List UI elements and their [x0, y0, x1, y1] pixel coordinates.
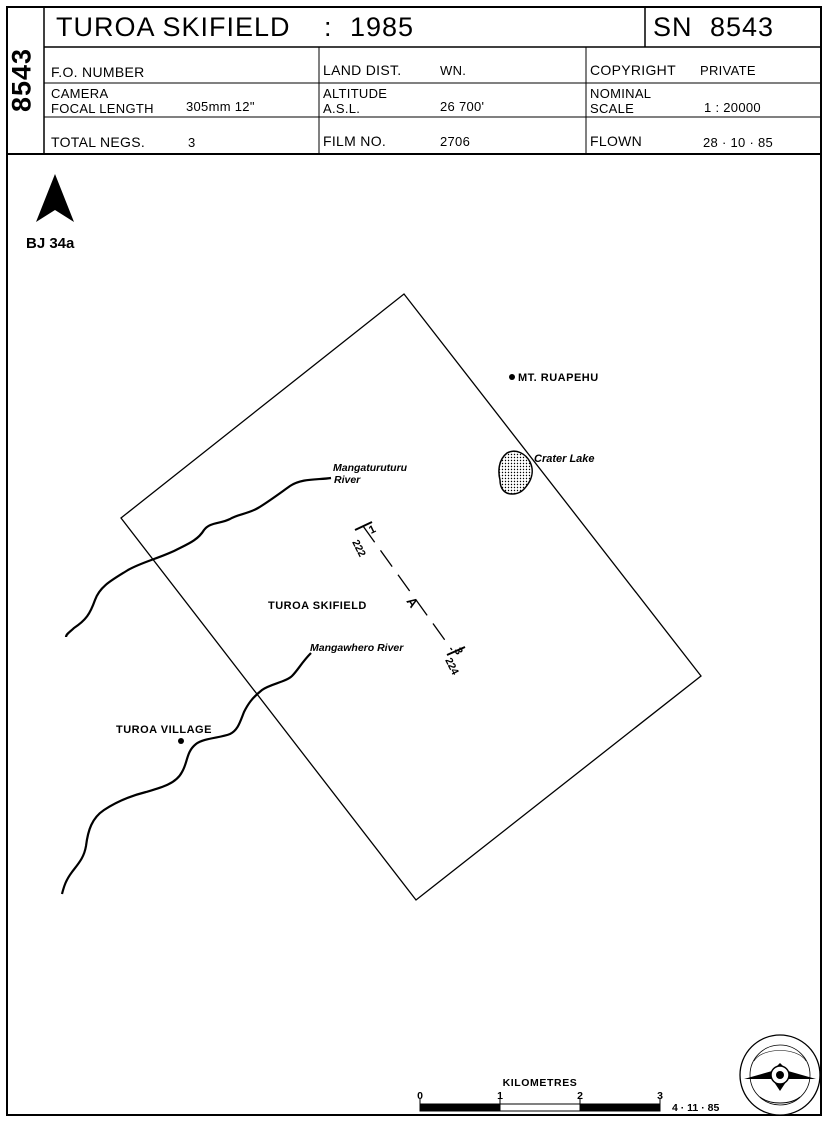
copyright-label: COPYRIGHT: [590, 62, 676, 78]
crater-lake-shape: [498, 450, 533, 495]
film-no-label: FILM NO.: [323, 133, 387, 149]
scale-tick-3: 3: [657, 1090, 663, 1102]
side-number: 8543: [6, 47, 37, 113]
scale-tick-2: 2: [577, 1090, 583, 1102]
fo-number-label: F.O. NUMBER: [51, 64, 145, 80]
header-grid: [6, 6, 822, 155]
flight-run-letter: A: [404, 594, 422, 611]
altitude-label: ALTITUDE: [323, 86, 388, 101]
land-dist-value: WN.: [440, 63, 467, 78]
scale-date: 4 · 11 · 85: [672, 1102, 719, 1114]
label-mangawhero-river: Mangawhero River: [310, 642, 404, 654]
turoa-village-marker: [178, 738, 184, 744]
scale-label: SCALE: [590, 101, 635, 116]
flight-end-neg: 224: [442, 656, 461, 677]
sn-label: SN: [653, 12, 693, 42]
label-mt-ruapehu: MT. RUAPEHU: [518, 372, 599, 384]
copyright-value: PRIVATE: [700, 63, 756, 78]
label-crater-lake: Crater Lake: [534, 453, 595, 465]
land-dist-label: LAND DIST.: [323, 62, 402, 78]
nominal-label: NOMINAL: [590, 86, 652, 101]
label-turoa-skifield: TUROA SKIFIELD: [268, 600, 367, 612]
flight-end-frame: 3: [451, 646, 464, 657]
mangawhero-river: [60, 652, 312, 895]
focal-length-value: 305mm 12": [186, 99, 255, 114]
asl-label: A.S.L.: [323, 101, 361, 116]
mangaturuturu-river: [64, 476, 332, 638]
camera-label: CAMERA: [51, 86, 109, 101]
title-separator: :: [324, 12, 333, 42]
focal-length-label: FOCAL LENGTH: [51, 101, 154, 116]
scale-title: KILOMETRES: [503, 1077, 578, 1089]
flown-value: 28 · 10 · 85: [703, 135, 774, 150]
north-arrow-icon: N: [36, 174, 74, 227]
sheet-title: TUROA SKIFIELD: [56, 12, 291, 42]
mt-ruapehu-marker: [509, 374, 515, 380]
sheet-year: 1985: [350, 12, 415, 42]
scale-bar: KILOMETRES 0 1 2 3 4 · 11 · 85: [417, 1077, 719, 1114]
sn-number: 8543: [710, 12, 775, 42]
nz-aerial-mapping-logo-icon: [739, 1034, 821, 1116]
total-negs-value: 3: [188, 135, 196, 150]
film-no-value: 2706: [440, 134, 471, 149]
altitude-value: 26 700': [440, 99, 485, 114]
photo-coverage-frame: [120, 293, 702, 901]
map-sheet: [6, 6, 822, 1116]
flown-label: FLOWN: [590, 133, 643, 149]
map-reference: BJ 34a: [26, 235, 75, 252]
flight-start-frame: 1: [367, 523, 378, 536]
label-turoa-village: TUROA VILLAGE: [116, 724, 212, 736]
label-mangaturuturu: Mangaturuturu: [333, 462, 408, 474]
flight-start-neg: 222: [349, 538, 368, 559]
label-mangaturuturu-river: River: [334, 474, 361, 486]
scale-tick-0: 0: [417, 1090, 423, 1102]
total-negs-label: TOTAL NEGS.: [51, 134, 146, 150]
flight-line: [354, 521, 466, 656]
north-letter: N: [51, 215, 59, 227]
scale-value: 1 : 20000: [704, 100, 761, 115]
scale-tick-1: 1: [497, 1090, 503, 1102]
